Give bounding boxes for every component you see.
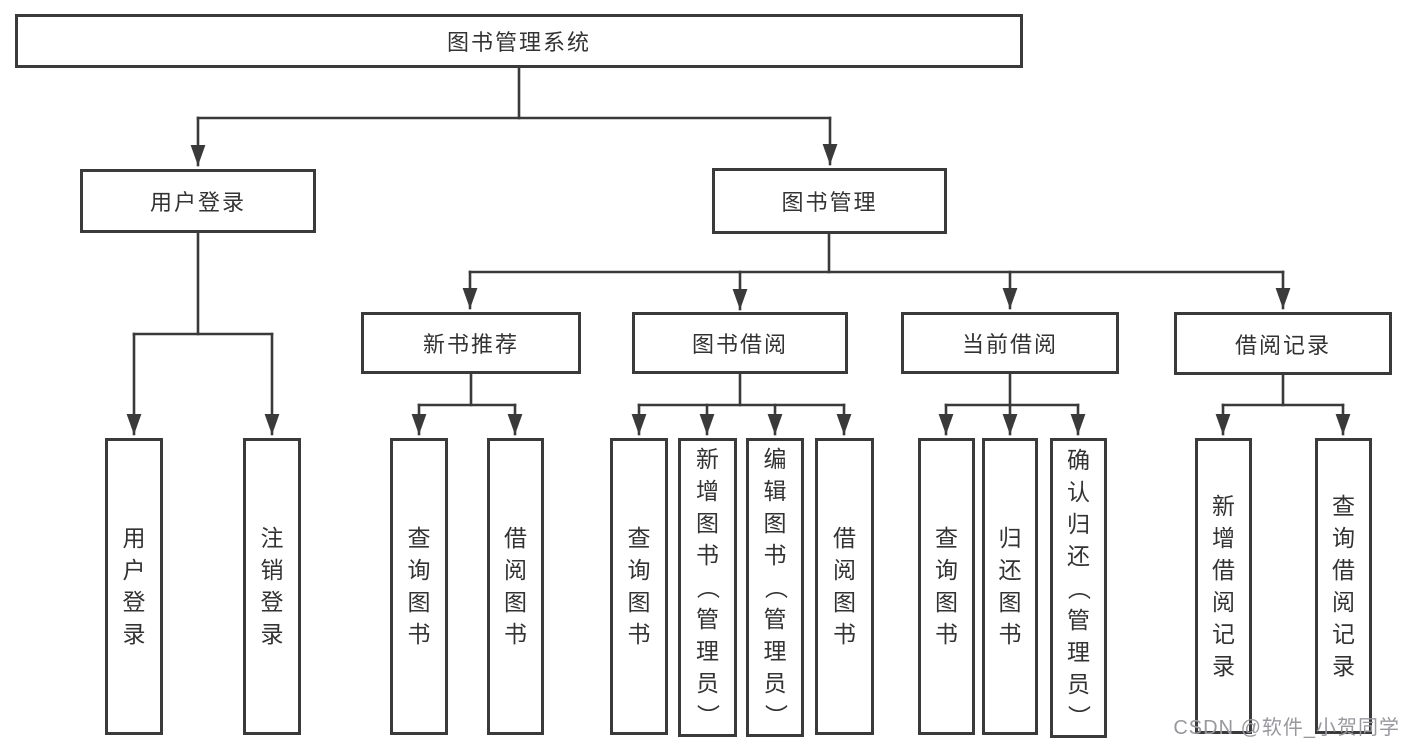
leaf-query-books-recommendation: 查询图书 xyxy=(390,438,448,735)
leaf-query-books-current: 查询图书 xyxy=(918,438,975,735)
node-current-borrowing: 当前借阅 xyxy=(901,312,1119,374)
leaf-confirm-return-admin: 确认归还（管理员） xyxy=(1050,438,1107,738)
leaf-add-borrow-record: 新增借阅记录 xyxy=(1195,438,1252,734)
leaf-borrow-books-borrowing: 借阅图书 xyxy=(815,438,874,735)
leaf-add-books-admin: 新增图书（管理员） xyxy=(678,438,737,737)
node-library-management-system: 图书管理系统 xyxy=(15,14,1023,68)
leaf-return-books: 归还图书 xyxy=(982,438,1038,735)
leaf-user-login: 用户登录 xyxy=(105,438,163,735)
leaf-borrow-books-recommendation: 借阅图书 xyxy=(487,438,544,735)
leaf-query-borrow-record: 查询借阅记录 xyxy=(1315,438,1372,734)
node-borrowing-records: 借阅记录 xyxy=(1174,312,1392,375)
node-new-book-recommendation: 新书推荐 xyxy=(361,312,581,374)
csdn-watermark: CSDN @软件_小贺同学 xyxy=(1173,717,1400,739)
node-book-borrowing: 图书借阅 xyxy=(632,312,848,374)
leaf-edit-books-admin: 编辑图书（管理员） xyxy=(746,438,804,737)
leaf-query-books-borrowing: 查询图书 xyxy=(610,438,668,735)
node-book-management: 图书管理 xyxy=(712,168,947,234)
leaf-logout: 注销登录 xyxy=(243,438,301,735)
node-user-login: 用户登录 xyxy=(80,169,316,233)
